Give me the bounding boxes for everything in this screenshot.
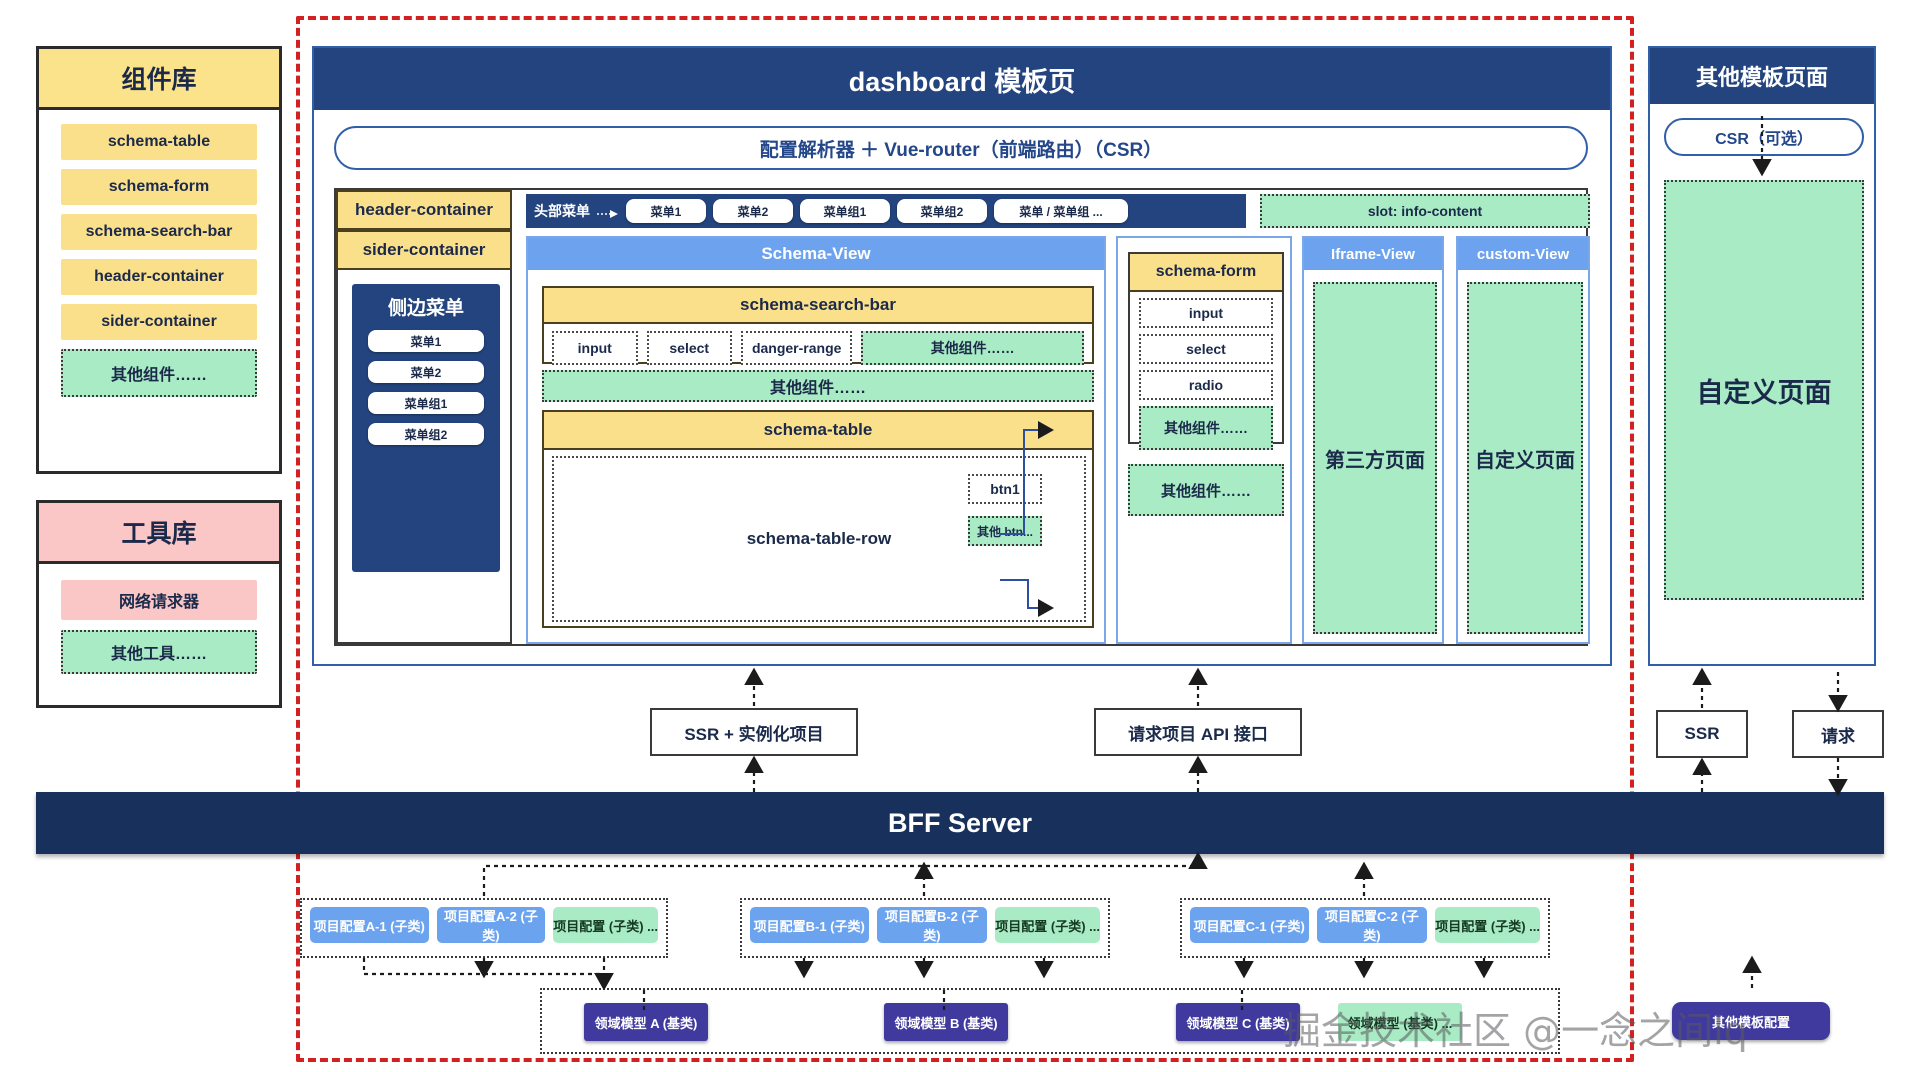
arrow-models-to-config-a bbox=[362, 958, 614, 991]
form-field-select[interactable]: select bbox=[1139, 334, 1273, 364]
schema-view-title: Schema-View bbox=[528, 238, 1104, 270]
project-config-group-a: 项目配置A-1 (子类) 项目配置A-2 (子类) 项目配置 (子类) ... bbox=[300, 898, 668, 958]
side-menu-title: 侧边菜单 bbox=[387, 297, 464, 319]
domain-model-other[interactable]: 领域模型 (基类) ... bbox=[1338, 1003, 1462, 1041]
tool-chip-network-requester[interactable]: 网络请求器 bbox=[61, 580, 257, 620]
component-chip-header-container[interactable]: header-container bbox=[61, 259, 257, 295]
iframe-view-panel: Iframe-View 第三方页面 bbox=[1302, 236, 1444, 644]
project-config-a-2[interactable]: 项目配置A-2 (子类) bbox=[436, 907, 546, 943]
schema-view-other-components: 其他组件…… bbox=[542, 370, 1094, 402]
api-request-box[interactable]: 请求项目 API 接口 bbox=[1094, 708, 1302, 756]
domain-model-b[interactable]: 领域模型 B (基类) bbox=[884, 1003, 1008, 1041]
iframe-view-title: Iframe-View bbox=[1304, 238, 1442, 270]
component-chip-sider-container[interactable]: sider-container bbox=[61, 304, 257, 340]
component-chip-other[interactable]: 其他组件…… bbox=[61, 349, 257, 397]
search-field-input[interactable]: input bbox=[552, 331, 638, 365]
header-menu-item-5[interactable]: 菜单 / 菜单组 ... bbox=[994, 199, 1128, 223]
header-menu-item-4[interactable]: 菜单组2 bbox=[897, 199, 987, 223]
schema-form-other-components: 其他组件…… bbox=[1128, 464, 1284, 516]
other-ssr-box[interactable]: SSR bbox=[1656, 710, 1748, 758]
tool-library-panel: 工具库 网络请求器 其他工具…… bbox=[36, 500, 282, 708]
header-menu-bar: 头部菜单 菜单1 菜单2 菜单组1 菜单组2 菜单 / 菜单组 ... bbox=[526, 194, 1246, 228]
sider-container-frame: 侧边菜单 菜单1 菜单2 菜单组1 菜单组2 bbox=[336, 270, 512, 644]
table-btn1[interactable]: btn1 bbox=[968, 474, 1042, 504]
tool-chip-other[interactable]: 其他工具…… bbox=[61, 630, 257, 674]
header-menu-label: 头部菜单 bbox=[534, 203, 590, 219]
label-header-container: header-container bbox=[336, 190, 512, 230]
search-field-select[interactable]: select bbox=[646, 331, 732, 365]
component-library-title: 组件库 bbox=[39, 49, 279, 110]
custom-view-panel: custom-View 自定义页面 bbox=[1456, 236, 1590, 644]
schema-search-bar-block: schema-search-bar input select danger-ra… bbox=[542, 286, 1094, 365]
header-menu-item-1[interactable]: 菜单1 bbox=[626, 199, 706, 223]
custom-view-title: custom-View bbox=[1458, 238, 1588, 270]
schema-table-row: schema-table-row btn1 其他 btn... bbox=[552, 456, 1086, 622]
arrow-config-a-to-bff bbox=[482, 851, 1208, 896]
project-config-c-other[interactable]: 项目配置 (子类) ... bbox=[1435, 907, 1540, 943]
side-menu-item-3[interactable]: 菜单组1 bbox=[368, 392, 484, 414]
schema-form-block: schema-form input select radio 其他组件…… bbox=[1128, 252, 1284, 450]
custom-view-body: 自定义页面 bbox=[1467, 282, 1583, 634]
table-btn-other[interactable]: 其他 btn... bbox=[968, 516, 1042, 546]
form-field-input[interactable]: input bbox=[1139, 298, 1273, 328]
other-template-csr-pill[interactable]: CSR（可选） bbox=[1664, 118, 1864, 156]
bff-server-bar: BFF Server bbox=[36, 792, 1884, 854]
other-template-title: 其他模板页面 bbox=[1650, 48, 1874, 104]
domain-model-c[interactable]: 领域模型 C (基类) bbox=[1176, 1003, 1300, 1041]
domain-model-group: 领域模型 A (基类) 领域模型 B (基类) 领域模型 C (基类) 领域模型… bbox=[540, 988, 1560, 1054]
project-config-b-1[interactable]: 项目配置B-1 (子类) bbox=[750, 907, 869, 943]
side-menu-item-4[interactable]: 菜单组2 bbox=[368, 423, 484, 445]
component-chip-schema-search-bar[interactable]: schema-search-bar bbox=[61, 214, 257, 250]
other-request-box[interactable]: 请求 bbox=[1792, 710, 1884, 758]
arrow-right-icon bbox=[597, 206, 619, 218]
template-body-frame: header-container sider-container 侧边菜单 菜单… bbox=[334, 188, 1590, 646]
ssr-instance-box[interactable]: SSR + 实例化项目 bbox=[650, 708, 858, 756]
watermark: 掘金技术社区 @一念之间lq bbox=[1283, 1009, 1748, 1053]
component-chip-schema-form[interactable]: schema-form bbox=[61, 169, 257, 205]
info-content-slot: slot: info-content bbox=[1260, 194, 1590, 228]
side-menu-item-1[interactable]: 菜单1 bbox=[368, 330, 484, 352]
dashboard-template-panel: dashboard 模板页 配置解析器 ＋ Vue-router（前端路由）（C… bbox=[312, 46, 1612, 666]
schema-table-title: schema-table bbox=[544, 412, 1092, 450]
component-chip-schema-table[interactable]: schema-table bbox=[61, 124, 257, 160]
dashboard-title: dashboard 模板页 bbox=[314, 48, 1610, 110]
component-library-panel: 组件库 schema-table schema-form schema-sear… bbox=[36, 46, 282, 474]
form-field-radio[interactable]: radio bbox=[1139, 370, 1273, 400]
project-config-group-c: 项目配置C-1 (子类) 项目配置C-2 (子类) 项目配置 (子类) ... bbox=[1180, 898, 1550, 958]
project-config-group-b: 项目配置B-1 (子类) 项目配置B-2 (子类) 项目配置 (子类) ... bbox=[740, 898, 1110, 958]
project-config-c-2[interactable]: 项目配置C-2 (子类) bbox=[1316, 907, 1428, 943]
search-field-danger-range[interactable]: danger-range bbox=[741, 331, 853, 365]
project-config-a-1[interactable]: 项目配置A-1 (子类) bbox=[310, 907, 429, 943]
schema-form-column: schema-form input select radio 其他组件…… 其他… bbox=[1116, 236, 1292, 644]
header-menu-item-3[interactable]: 菜单组1 bbox=[800, 199, 890, 223]
other-template-page-panel: 其他模板页面 CSR（可选） 自定义页面 bbox=[1648, 46, 1876, 666]
other-template-config-box[interactable]: 其他模板配置 bbox=[1672, 1002, 1830, 1040]
project-config-c-1[interactable]: 项目配置C-1 (子类) bbox=[1190, 907, 1309, 943]
side-menu-item-2[interactable]: 菜单2 bbox=[368, 361, 484, 383]
schema-form-title: schema-form bbox=[1130, 254, 1282, 292]
project-config-a-other[interactable]: 项目配置 (子类) ... bbox=[553, 907, 658, 943]
project-config-b-2[interactable]: 项目配置B-2 (子类) bbox=[876, 907, 988, 943]
search-field-other[interactable]: 其他组件…… bbox=[861, 331, 1084, 365]
schema-view-panel: Schema-View schema-search-bar input sele… bbox=[526, 236, 1106, 644]
schema-table-row-label: schema-table-row bbox=[746, 529, 892, 548]
header-menu-item-2[interactable]: 菜单2 bbox=[713, 199, 793, 223]
schema-search-bar-title: schema-search-bar bbox=[544, 288, 1092, 324]
other-template-body: 自定义页面 bbox=[1664, 180, 1864, 600]
config-parser-pill[interactable]: 配置解析器 ＋ Vue-router（前端路由）（CSR） bbox=[334, 126, 1588, 170]
side-menu-card: 侧边菜单 菜单1 菜单2 菜单组1 菜单组2 bbox=[352, 284, 500, 572]
iframe-view-body: 第三方页面 bbox=[1313, 282, 1437, 634]
domain-model-a[interactable]: 领域模型 A (基类) bbox=[584, 1003, 708, 1041]
form-field-other[interactable]: 其他组件…… bbox=[1139, 406, 1273, 450]
project-config-b-other[interactable]: 项目配置 (子类) ... bbox=[995, 907, 1100, 943]
tool-library-title: 工具库 bbox=[39, 503, 279, 564]
label-sider-container: sider-container bbox=[336, 230, 512, 270]
schema-table-block: schema-table schema-table-row btn1 其他 bt… bbox=[542, 410, 1094, 628]
